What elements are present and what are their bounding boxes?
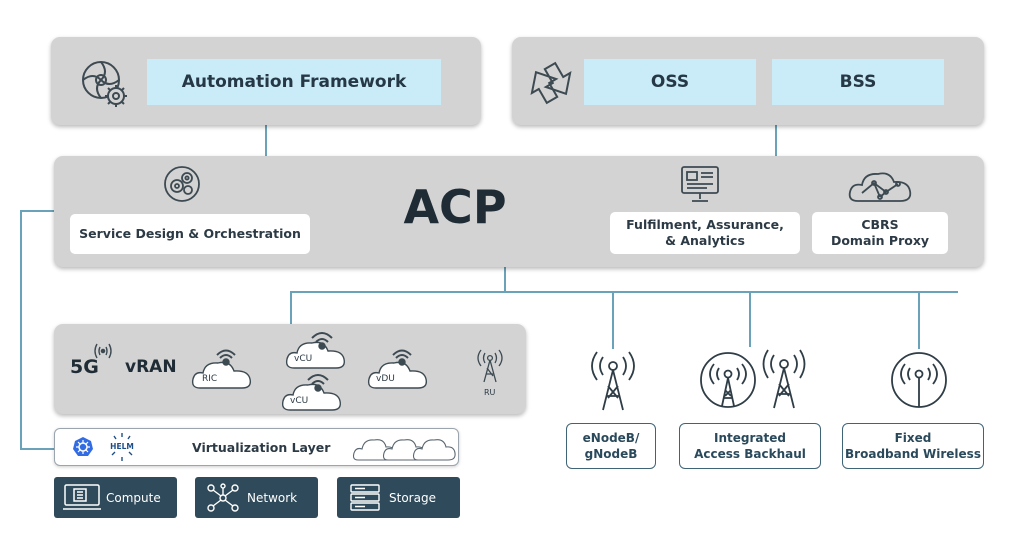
connector-bus-iab <box>749 291 751 347</box>
fbw-label-line2: Broadband Wireless <box>845 447 981 461</box>
virtualization-layer-label: Virtualization Layer <box>192 440 331 455</box>
virtualization-clouds-icon <box>352 431 456 463</box>
acp-title: ACP <box>403 180 507 234</box>
oss-label: OSS <box>650 72 690 92</box>
five-g-signal-icon <box>90 340 116 362</box>
bss-label: BSS <box>839 72 877 92</box>
cloud-network-icon <box>846 165 916 207</box>
helm-label: HELM <box>110 442 134 451</box>
fbw-tower-circle-icon <box>889 350 949 410</box>
storage-server-icon <box>345 483 385 513</box>
enodeb-box[interactable]: eNodeB/ gNodeB <box>566 423 656 469</box>
bss-box[interactable]: BSS <box>772 59 944 105</box>
helm-icon <box>106 432 138 462</box>
connector-bus-fbw <box>918 291 920 349</box>
automation-gear-icon <box>79 58 131 110</box>
enodeb-label-line2: gNodeB <box>584 447 638 461</box>
compute-monitor-icon <box>62 483 102 513</box>
storage-label: Storage <box>389 490 436 505</box>
connector-acp-bus <box>504 266 506 292</box>
vdu-cloud-label: vDU <box>376 374 395 384</box>
vcu-top-cloud-icon <box>284 330 348 372</box>
compute-button[interactable]: Compute <box>54 477 177 518</box>
fbw-box[interactable]: Fixed Broadband Wireless <box>842 423 984 469</box>
connector-left-vertical <box>20 210 22 450</box>
five-g-label: 5G <box>70 356 99 378</box>
network-button[interactable]: Network <box>195 477 318 518</box>
iab-tower-circle-icon <box>698 350 758 410</box>
cbrs-label-line1: CBRS <box>861 217 899 232</box>
vran-label: vRAN <box>125 357 177 377</box>
connector-automation-acp <box>265 124 267 158</box>
service-design-box[interactable]: Service Design & Orchestration <box>70 214 310 254</box>
connector-oss-acp <box>775 124 777 158</box>
ric-cloud-icon <box>190 349 256 392</box>
enodeb-tower-icon <box>583 346 643 412</box>
service-design-label: Service Design & Orchestration <box>79 226 301 241</box>
cbrs-box[interactable]: CBRS Domain Proxy <box>812 212 948 254</box>
fulfilment-label-line1: Fulfilment, Assurance, <box>626 217 784 232</box>
iab-tower-icon <box>756 344 812 410</box>
enodeb-label-line1: eNodeB/ <box>582 431 640 445</box>
automation-framework-box[interactable]: Automation Framework <box>147 59 441 105</box>
ru-tower-icon <box>472 346 508 384</box>
fulfilment-box[interactable]: Fulfilment, Assurance, & Analytics <box>610 212 800 254</box>
connector-left-bottom <box>20 448 56 450</box>
fbw-label-line1: Fixed <box>894 431 932 445</box>
connector-bus-vran <box>290 291 292 327</box>
oss-box[interactable]: OSS <box>584 59 756 105</box>
network-label: Network <box>247 490 298 505</box>
connector-bus-enodeb <box>612 291 614 349</box>
iab-box[interactable]: Integrated Access Backhaul <box>679 423 821 469</box>
vcu-bottom-cloud-icon <box>280 372 344 414</box>
connector-bus-horizontal <box>290 291 958 293</box>
cbrs-label-line2: Domain Proxy <box>830 233 930 248</box>
fulfilment-label-line2: & Analytics <box>665 233 745 248</box>
compute-label: Compute <box>106 490 161 505</box>
iab-label-line2: Access Backhaul <box>694 447 806 461</box>
exchange-arrows-icon <box>526 58 576 108</box>
connector-left-top <box>20 210 56 212</box>
vcu-top-cloud-label: vCU <box>294 354 313 364</box>
five-g-text: 5G <box>70 356 99 378</box>
network-nodes-icon <box>203 482 243 513</box>
storage-button[interactable]: Storage <box>337 477 460 518</box>
automation-framework-label: Automation Framework <box>181 72 407 92</box>
vdu-cloud-icon <box>366 349 432 392</box>
ric-cloud-label: RIC <box>202 374 218 384</box>
orchestration-gears-icon <box>162 164 202 204</box>
vcu-bottom-cloud-label: vCU <box>290 396 309 406</box>
monitor-dashboard-icon <box>679 164 721 206</box>
ru-label: RU <box>484 388 496 397</box>
iab-label-line1: Integrated <box>714 431 786 445</box>
kubernetes-icon <box>72 436 94 458</box>
